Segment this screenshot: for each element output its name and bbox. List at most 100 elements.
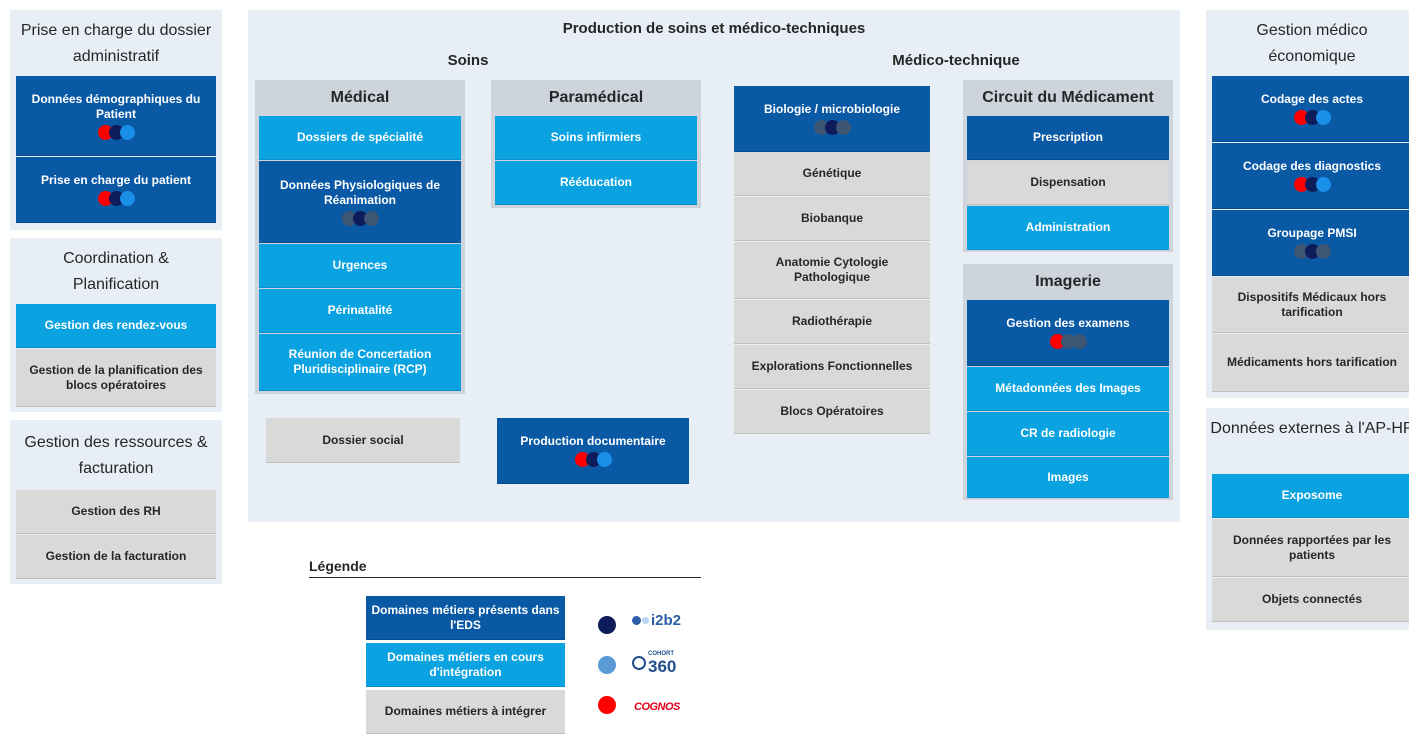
eco-panel: Gestion médico économique Codage des act…: [1206, 10, 1409, 398]
eco-item-groupage[interactable]: Groupage PMSI: [1212, 210, 1409, 276]
tool-dots: [813, 120, 851, 135]
eco-item-dispositifs[interactable]: Dispositifs Médicaux hors tarification: [1212, 277, 1409, 333]
medico-item-radiotherapie[interactable]: Radiothérapie: [734, 300, 930, 344]
paramedical-item-soins[interactable]: Soins infirmiers: [495, 116, 697, 160]
eco-item-label: Codage des diagnostics: [1242, 159, 1382, 173]
eco-panel-title: Gestion médico économique: [1256, 22, 1368, 65]
i2b2-logo-text: i2b2: [651, 612, 682, 629]
i2b2-logo-icon: [642, 617, 649, 624]
inactive-dot: [363, 210, 379, 226]
ressources-item-rh[interactable]: Gestion des RH: [16, 490, 216, 534]
imagerie-title: Imagerie: [1035, 273, 1101, 290]
cohort360-logo-icon: [632, 655, 646, 670]
tool-dots: [1293, 177, 1331, 192]
imagerie-item-label: Métadonnées des Images: [995, 381, 1141, 395]
medico-item-label: Radiothérapie: [791, 314, 872, 328]
admin-panel: Prise en charge du dossier administratif…: [10, 10, 222, 230]
legend-to-integrate-label: Domaines métiers à intégrer: [384, 704, 547, 718]
medical-item-urgences[interactable]: Urgences: [259, 244, 461, 288]
legend-title: Légende: [309, 558, 367, 574]
medico-item-anatomie[interactable]: Anatomie Cytologie Pathologique: [734, 242, 930, 299]
circuit-item-administration[interactable]: Administration: [967, 206, 1169, 250]
legend-integrating: Domaines métiers en cours d'intégration: [366, 643, 565, 687]
eco-item-codage-actes[interactable]: Codage des actes: [1212, 76, 1409, 142]
externes-item-exposome[interactable]: Exposome: [1212, 474, 1409, 518]
biologie-box[interactable]: Biologie / microbiologie: [734, 86, 930, 152]
tool-dots: [574, 452, 612, 467]
cohort360-big-text: 360: [648, 657, 677, 676]
i2b2-logo-icon: [632, 616, 641, 625]
medico-item-genetique[interactable]: Génétique: [734, 152, 930, 196]
biologie-label: Biologie / microbiologie: [763, 102, 900, 116]
medical-title: Médical: [330, 89, 390, 106]
circuit-item-prescription[interactable]: Prescription: [967, 116, 1169, 160]
production-documentaire[interactable]: Production documentaire: [497, 418, 689, 484]
admin-item-prise-en-charge[interactable]: Prise en charge du patient: [16, 157, 216, 223]
legend-to-integrate: Domaines métiers à intégrer: [366, 690, 565, 734]
inactive-dot: [835, 120, 851, 135]
admin-item-label: Données démographiques du Patient: [31, 91, 201, 121]
legend-divider: [309, 577, 701, 578]
cohort360-dot: [598, 656, 616, 674]
medico-item-explorations[interactable]: Explorations Fonctionnelles: [734, 345, 930, 389]
externes-item-label: Exposome: [1281, 488, 1343, 502]
cohort360-logo: COHORT 360: [632, 650, 676, 675]
admin-panel-title: Prise en charge du dossier administratif: [20, 22, 212, 65]
eco-item-label: Codage des actes: [1260, 92, 1364, 106]
circuit-item-dispensation[interactable]: Dispensation: [967, 161, 1169, 205]
eco-item-label: Groupage PMSI: [1267, 226, 1357, 240]
medical-item-reanimation[interactable]: Données Physiologiques de Réanimation: [259, 161, 461, 243]
coordination-item-rdv[interactable]: Gestion des rendez-vous: [16, 304, 216, 348]
tool-dots: [1293, 110, 1331, 125]
circuit-item-label: Prescription: [1032, 130, 1104, 144]
ressources-panel: Gestion des ressources & facturation Ges…: [10, 420, 222, 584]
cohort360-dot: [119, 191, 135, 206]
externes-item-objets[interactable]: Objets connectés: [1212, 578, 1409, 622]
imagerie-item-examens[interactable]: Gestion des examens: [967, 300, 1169, 366]
medico-item-biobanque[interactable]: Biobanque: [734, 197, 930, 241]
medical-item-dossiers[interactable]: Dossiers de spécialité: [259, 116, 461, 160]
eco-item-medicaments[interactable]: Médicaments hors tarification: [1212, 334, 1409, 392]
i2b2-logo: i2b2: [632, 612, 681, 629]
circuit-item-label: Dispensation: [1030, 175, 1106, 189]
paramedical-title: Paramédical: [548, 89, 644, 106]
circuit-item-label: Administration: [1025, 220, 1111, 234]
medical-item-rcp[interactable]: Réunion de Concertation Pluridisciplinai…: [259, 334, 461, 391]
production-panel: Production de soins et médico-techniques…: [248, 10, 1180, 522]
medico-item-label: Anatomie Cytologie Pathologique: [775, 255, 889, 284]
ressources-item-facturation[interactable]: Gestion de la facturation: [16, 535, 216, 579]
medico-item-label: Biobanque: [801, 211, 863, 225]
production-doc-label: Production documentaire: [520, 434, 666, 448]
cohort360-dot: [596, 452, 612, 467]
i2b2-dot: [598, 616, 616, 634]
inactive-dot: [1071, 334, 1087, 349]
medico-item-label: Génétique: [802, 166, 862, 180]
admin-item-demographics[interactable]: Données démographiques du Patient: [16, 76, 216, 156]
medical-subpanel: Médical Dossiers de spécialité Données P…: [255, 80, 465, 394]
inactive-dot: [1315, 244, 1331, 259]
paramedical-item-reeducation[interactable]: Rééducation: [495, 161, 697, 205]
imagerie-item-cr[interactable]: CR de radiologie: [967, 412, 1169, 456]
cohort360-dot: [119, 124, 135, 140]
imagerie-item-images[interactable]: Images: [967, 457, 1169, 498]
externes-item-donnees-patients[interactable]: Données rapportées par les patients: [1212, 519, 1409, 577]
cognos-dot: [598, 696, 616, 714]
medical-item-label: Périnatalité: [327, 303, 393, 317]
eco-item-codage-diagnostics[interactable]: Codage des diagnostics: [1212, 143, 1409, 209]
cohort360-dot: [1315, 177, 1331, 192]
dossier-social-label: Dossier social: [322, 432, 404, 447]
soins-title: Soins: [447, 52, 489, 69]
dossier-social[interactable]: Dossier social: [266, 418, 460, 463]
medico-item-blocs[interactable]: Blocs Opératoires: [734, 390, 930, 434]
legend-integrating-label: Domaines métiers en cours d'intégration: [387, 649, 544, 679]
coordination-item-label: Gestion des rendez-vous: [44, 318, 188, 332]
imagerie-item-metadonnees[interactable]: Métadonnées des Images: [967, 367, 1169, 411]
externes-panel-title: Données externes à l'AP-HP: [1210, 420, 1409, 437]
medical-item-label: Données Physiologiques de Réanimation: [279, 177, 441, 207]
coordination-item-label: Gestion de la planification des blocs op…: [29, 362, 203, 392]
medical-item-perinatalite[interactable]: Périnatalité: [259, 289, 461, 333]
admin-item-label: Prise en charge du patient: [40, 173, 192, 187]
coordination-item-blocs[interactable]: Gestion de la planification des blocs op…: [16, 349, 216, 407]
medical-item-label: Urgences: [332, 258, 388, 272]
externes-panel: Données externes à l'AP-HP Exposome Donn…: [1206, 408, 1409, 630]
